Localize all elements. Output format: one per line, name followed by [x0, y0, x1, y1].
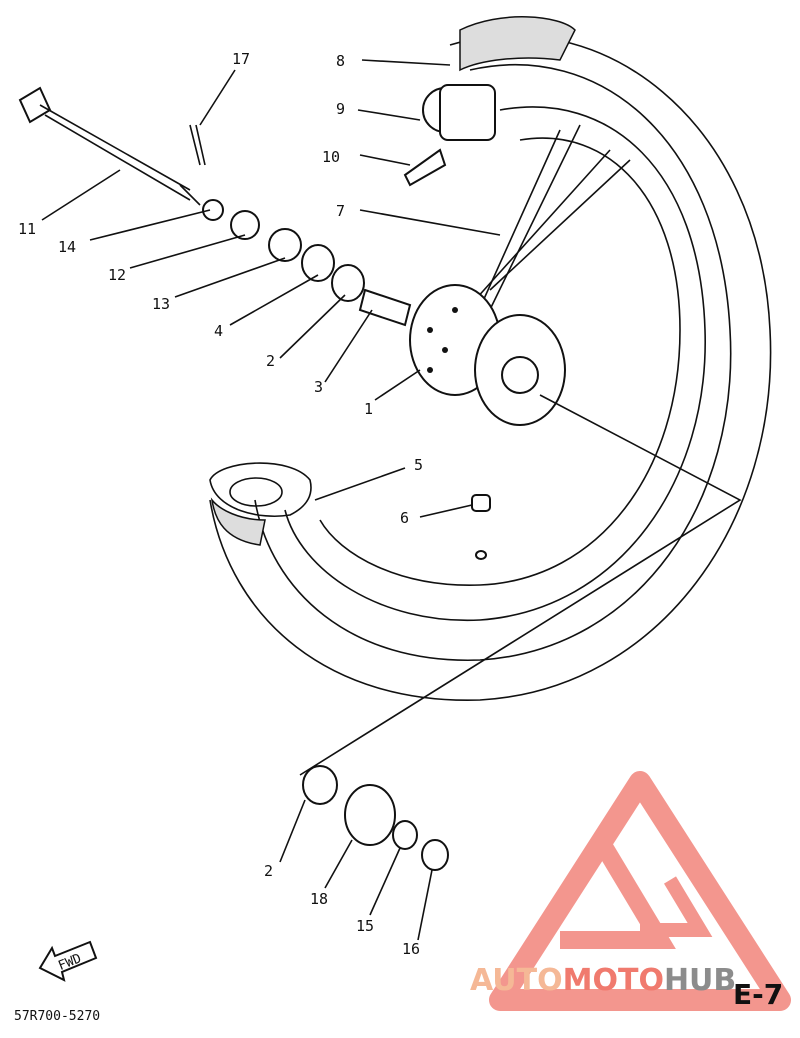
callout-18: 18 — [310, 890, 328, 908]
spokes-drawing — [469, 124, 631, 331]
callout-10: 10 — [322, 148, 340, 166]
callout-8: 8 — [336, 52, 345, 70]
callout-3: 3 — [314, 378, 323, 396]
callout-11: 11 — [18, 220, 36, 238]
cotter-pin-drawing — [189, 124, 206, 166]
spacer-and-bearing-parts — [202, 199, 412, 327]
callout-2-lower: 2 — [264, 862, 273, 880]
tire-drawing — [209, 16, 772, 701]
axle-drawing — [18, 86, 201, 206]
callout-2-upper: 2 — [266, 352, 275, 370]
callout-12: 12 — [108, 266, 126, 284]
watermark-hub: HUB — [664, 963, 736, 998]
callout-6: 6 — [400, 509, 409, 527]
watermark-logo-icon — [489, 771, 791, 1011]
page-reference: E-7 — [733, 978, 783, 1011]
watermark-text: AUTOMOTOHUB — [470, 963, 736, 998]
drawing-code: 57R700-5270 — [14, 1009, 100, 1024]
callout-7: 7 — [336, 202, 345, 220]
callout-9: 9 — [336, 100, 345, 118]
callout-14: 14 — [58, 238, 76, 256]
callout-13: 13 — [152, 295, 170, 313]
callout-4: 4 — [214, 322, 223, 340]
right-side-parts — [302, 765, 449, 871]
watermark-moto: MOTO — [563, 963, 664, 998]
watermark-auto: AUTO — [470, 963, 563, 998]
callout-1: 1 — [364, 400, 373, 418]
fwd-arrow-icon: FWD — [38, 940, 98, 982]
rim-band-drawing — [403, 84, 496, 187]
explode-line — [299, 394, 742, 776]
leader-lines — [41, 59, 501, 941]
valve-cap-drawing — [471, 494, 491, 560]
callout-15: 15 — [356, 917, 374, 935]
callout-17: 17 — [232, 50, 250, 68]
callout-16: 16 — [402, 940, 420, 958]
callout-5: 5 — [414, 456, 423, 474]
hub-drawing — [409, 284, 566, 426]
